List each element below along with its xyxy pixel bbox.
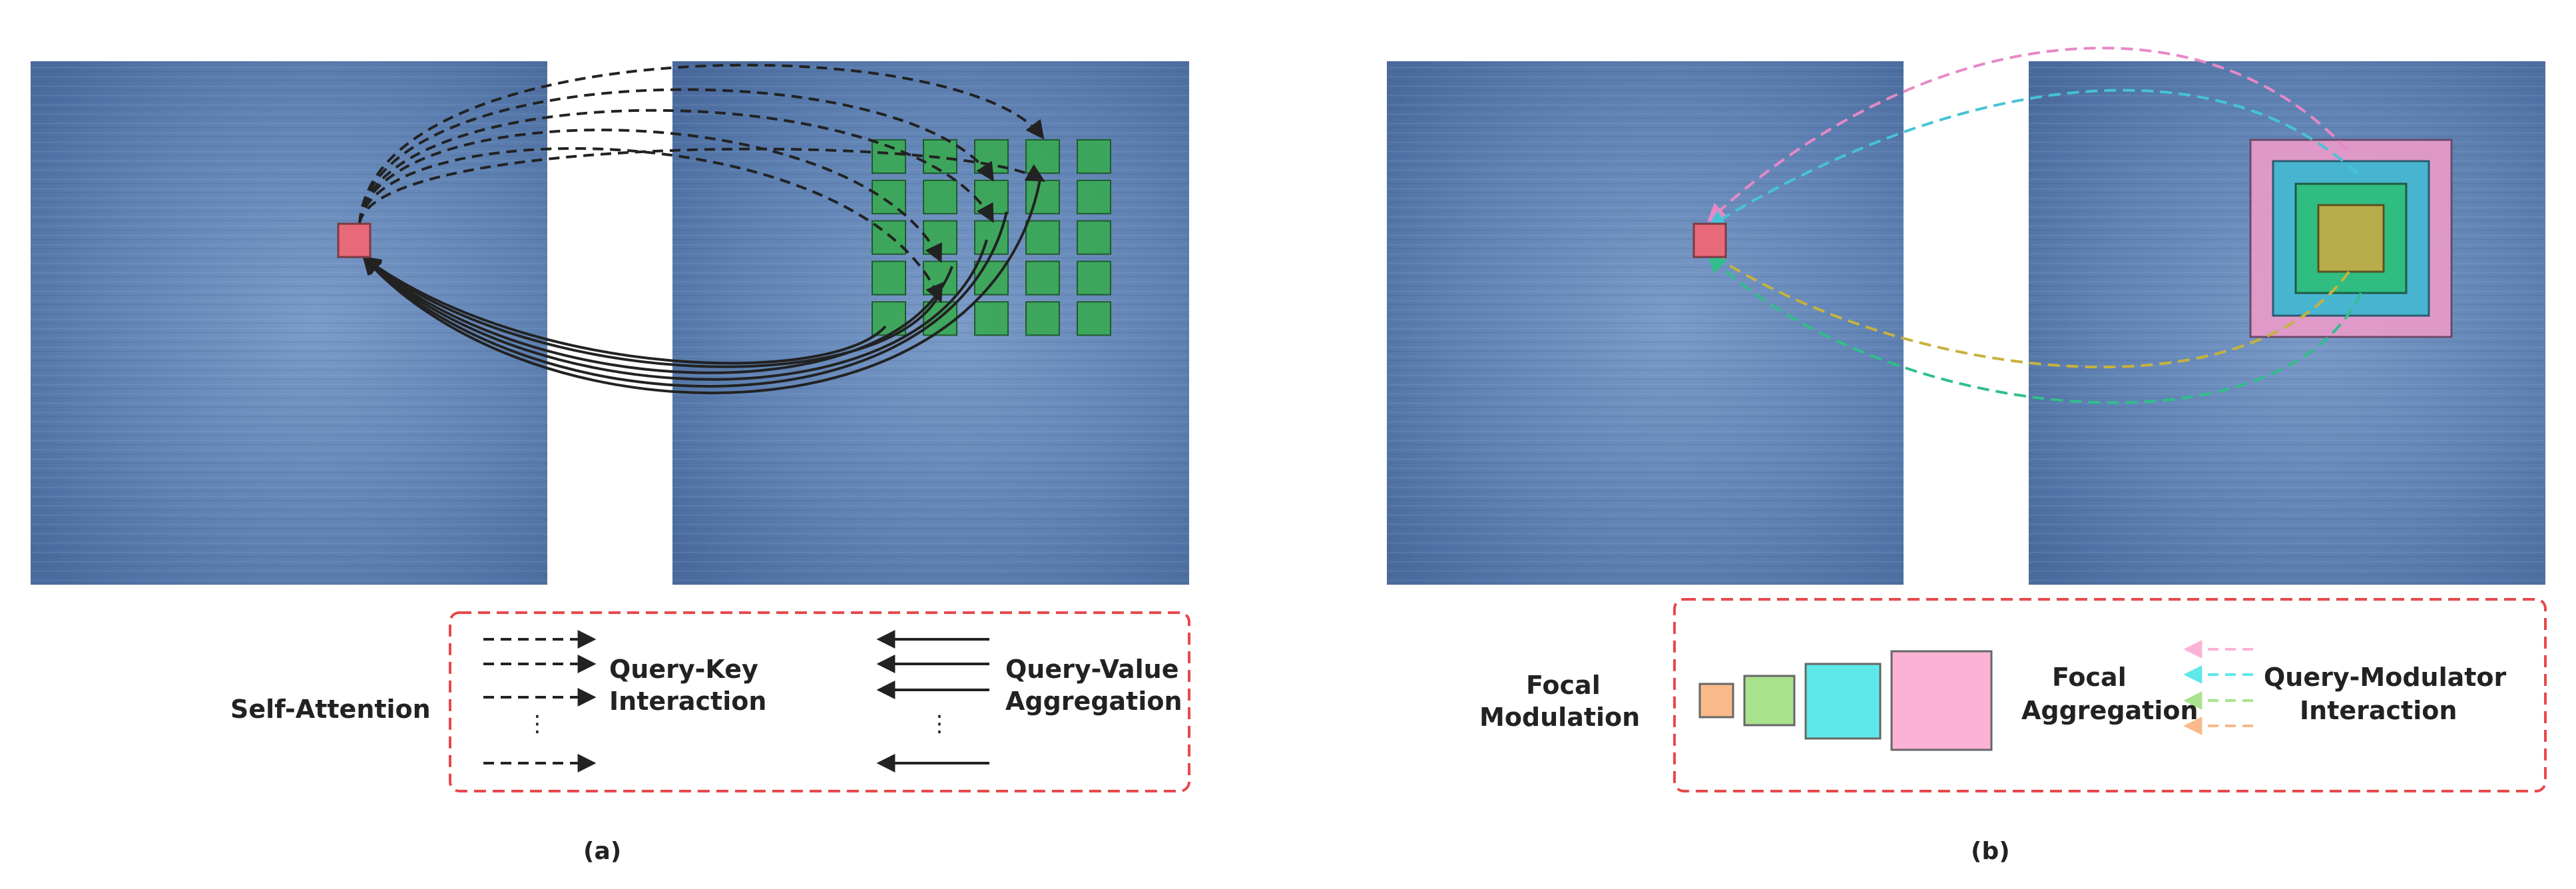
query-value-arrow [362,256,941,368]
key-token-cell [872,260,906,296]
key-token-cell [1077,260,1111,296]
legend-qk-arrows [483,630,597,772]
query-value-arrow [362,256,887,365]
legend-qv-ellipsis: ⋮ [928,711,951,737]
key-token-cell [1025,139,1060,174]
key-token-cell [1025,179,1060,214]
key-token-cell [1077,179,1111,214]
query-value-arrow [362,179,1041,395]
query-value-arrow [362,256,953,374]
query-modulator-label-1: Query-Modulator [2264,663,2507,692]
query-key-label-1: Query-Key [609,655,758,684]
query-key-arrows [358,63,1045,304]
focal-aggregation-label-2: Aggregation [2021,696,2198,725]
query-modulator-label-2: Interaction [2300,696,2457,725]
key-token-cell [872,139,906,174]
legend-qv-arrows [876,630,989,772]
yellow-modulator-arrow [1706,250,2350,369]
query-key-arrow [358,88,995,224]
key-token-cell [872,179,906,214]
legend-level-2-swatch [1743,675,1796,727]
key-token-cell [1077,301,1111,336]
panel-b: Focal Modulation Focal Aggregation Query… [1387,47,2547,865]
query-key-arrow [358,109,994,224]
panel-b-query-image [1387,61,1904,585]
key-token-cell [974,260,1009,296]
key-token-cell [1025,260,1060,296]
key-token-cell [1077,139,1111,174]
cyan-modulator-arrow [1706,89,2358,228]
key-token-cell [974,301,1009,336]
key-token-cell [1025,220,1060,255]
legend-level-3-swatch [1804,663,1882,740]
legend-qk-ellipsis: ⋮ [526,711,549,737]
query-value-label-2: Aggregation [1005,687,1182,716]
query-key-arrow [358,147,943,304]
legend-box-a [449,611,1190,792]
query-token-a [337,222,372,258]
query-value-label-1: Query-Value [1005,655,1178,684]
focal-modulation-label-2: Modulation [1479,703,1640,732]
self-attention-label: Self-Attention [230,695,431,724]
query-key-arrow [358,63,1045,224]
green-modulator-arrow [1706,254,2362,404]
key-token-cell [1077,220,1111,255]
query-value-arrow [362,239,988,381]
query-key-arrow [358,147,1045,224]
pink-modulator-arrow [1706,47,2348,222]
legend-level-1-swatch [1698,683,1734,719]
query-key-label-2: Interaction [609,687,766,716]
legend-box-b [1673,598,2547,792]
key-token-cell [1025,301,1060,336]
focal-level-1-region [2317,204,2385,273]
legend-modulator-arrows [2183,640,2253,735]
panel-a-caption: (a) [583,838,621,865]
query-value-arrow [362,211,1008,388]
key-token-cell [923,139,957,174]
query-key-arrow [358,129,942,264]
query-token-b [1692,222,1727,258]
key-token-cell [923,220,957,255]
panel-b-caption: (b) [1971,838,2010,865]
key-token-cell [974,179,1009,214]
query-value-arrows [362,179,1041,395]
focal-aggregation-label-1: Focal [2052,663,2127,692]
panel-a: Self-Attention ⋮ Query-Key Interaction ⋮… [31,61,1190,865]
legend-level-4-swatch [1890,650,1993,751]
key-token-cell [923,179,957,214]
focal-modulation-label-1: Focal [1526,671,1601,700]
